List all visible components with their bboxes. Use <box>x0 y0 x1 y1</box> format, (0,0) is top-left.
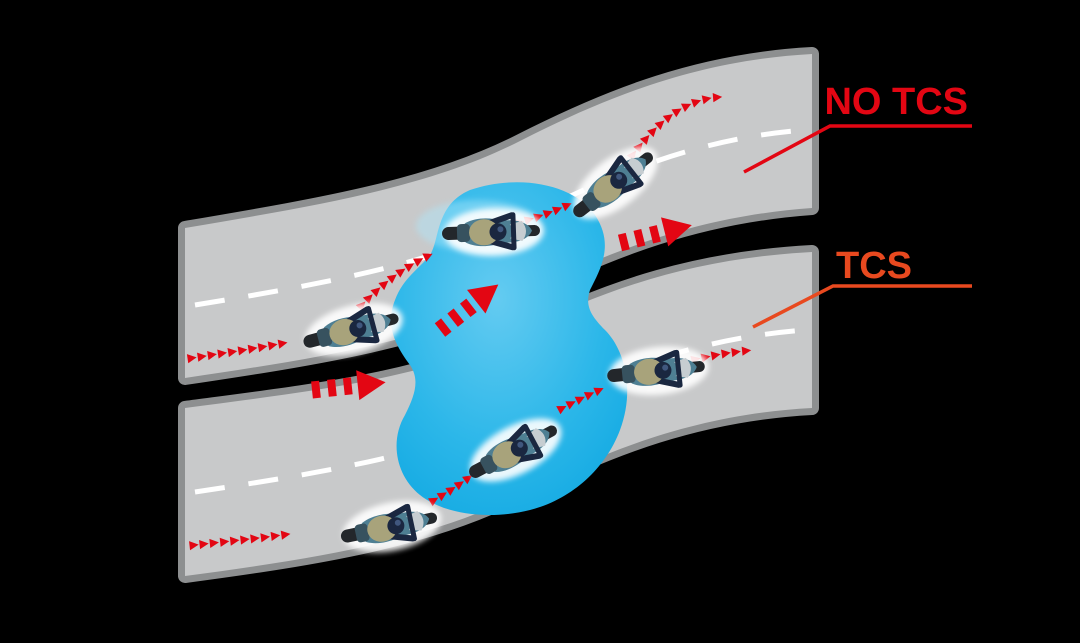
no-tcs-label: NO TCS <box>824 81 968 123</box>
tcs-leader-line <box>752 284 972 329</box>
no-tcs-leader-line <box>743 124 972 174</box>
tcs-label: TCS <box>836 245 912 287</box>
water-puddle <box>390 182 628 515</box>
